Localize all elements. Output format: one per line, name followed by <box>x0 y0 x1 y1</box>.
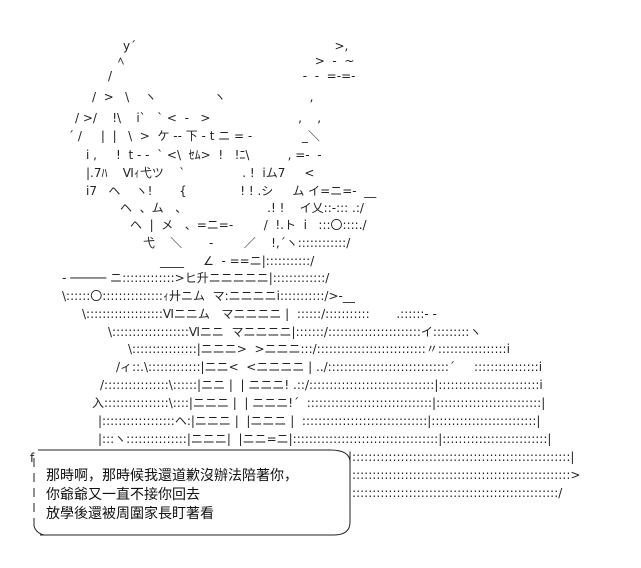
art-line: ____ ∠ - ==ニ|:::::::::::/ <box>159 254 315 268</box>
art-line: ﾍ > - ~ <box>118 54 354 68</box>
art-line: 入::::::::::::::::\::::|ニニニ | | ニニニ!´ :::… <box>92 396 545 410</box>
caption-line: 你爺爺又一直不接你回去 <box>46 487 200 503</box>
art-line: \::::::〇:::::::::::::::ｨ廾ニム マ:ニニニニi:::::… <box>62 289 356 303</box>
art-line: \::::::::::::::::|ニニニ> >ニニニ:::/:::::::::… <box>128 342 510 356</box>
art-line: \:::::::::::::::::::Ⅵニニム マニニニニ | ::::::/… <box>82 307 437 321</box>
caption-line: 那時啊，那時候我還道歉沒辦法陪著你， <box>46 468 298 484</box>
art-line: ヘ 、ム 、 .! ! イ乂::-::: .:/ <box>120 201 365 215</box>
speech-balloon-corner-glyph: f <box>30 451 35 465</box>
ascii-art: y´ >, ﾍ > - ~ / - - =-=- / > \ <box>62 39 580 500</box>
art-line: |:::ヽ:::::::::::::::|ニニニ| |ニニ=ニ|::::::::… <box>98 432 551 446</box>
art-line: ´ / | | \ > ケ ‐‐ 下 ‐ t ニ = - _＼ <box>68 129 320 143</box>
speech-balloon: f <box>30 449 351 536</box>
art-line: \:::::::::::::::::::Ⅵニニ マニニニニ|:::::::/::… <box>108 325 481 339</box>
art-line: |:::::::::::::::::::::::::::::::::::::::… <box>348 450 574 464</box>
art-line: / - - =-=- <box>108 69 355 83</box>
art-line: - ───── ニ:::::::::::::>ヒ升ニニニニニ|:::::::::… <box>62 271 330 285</box>
art-line: i7 ヘ ヽ! { ! ! .シ ム イ=ニ=- __ <box>86 184 377 198</box>
caption-text: 那時啊，那時候我還道歉沒辦法陪著你， 你爺爺又一直不接你回去 放學後還被周圍家長… <box>46 467 346 524</box>
art-line: / >/ !\ i` ` < - > , , <box>75 111 321 125</box>
caption-line: 放學後還被周圍家長盯著看 <box>46 506 214 522</box>
art-line: ヘ | メ 、=ニ=- / !.ト i :::〇::::./ <box>130 218 368 232</box>
art-line: |:::::::::::::::::::::::::::::::::::::::… <box>348 468 580 482</box>
art-line: |.7ﾊ Ⅵｨ弋ツ ` . ! iム7 < <box>86 166 314 180</box>
art-line: |:::::::::::::::::::::::::::::::::::::::… <box>348 486 563 500</box>
art-line: 弋 ＼ - ／ !,´ヽ::::::::::::/ <box>143 236 351 250</box>
art-line: i , ! t ‐ - ` <\ ｾﾑ> ! !ﾆ\ , =- - <box>86 148 322 162</box>
speech-balloon-tail <box>33 525 45 536</box>
art-line: y´ >, <box>123 39 348 53</box>
art-line: /::::::::::::::::\::::::|ニニ | | ニニニ! .::… <box>100 378 543 392</box>
art-line: / > \ ヽ ヽ , <box>92 90 313 104</box>
speech-balloon-outline <box>38 449 351 536</box>
art-line: |::::::::::::::::::ヘ:|ニニニ | |ニニニ | :::::… <box>98 414 540 428</box>
art-line: /ィ::.\:::::::::::::|ニニ< <ニニニニ | ../:::::… <box>116 360 542 374</box>
